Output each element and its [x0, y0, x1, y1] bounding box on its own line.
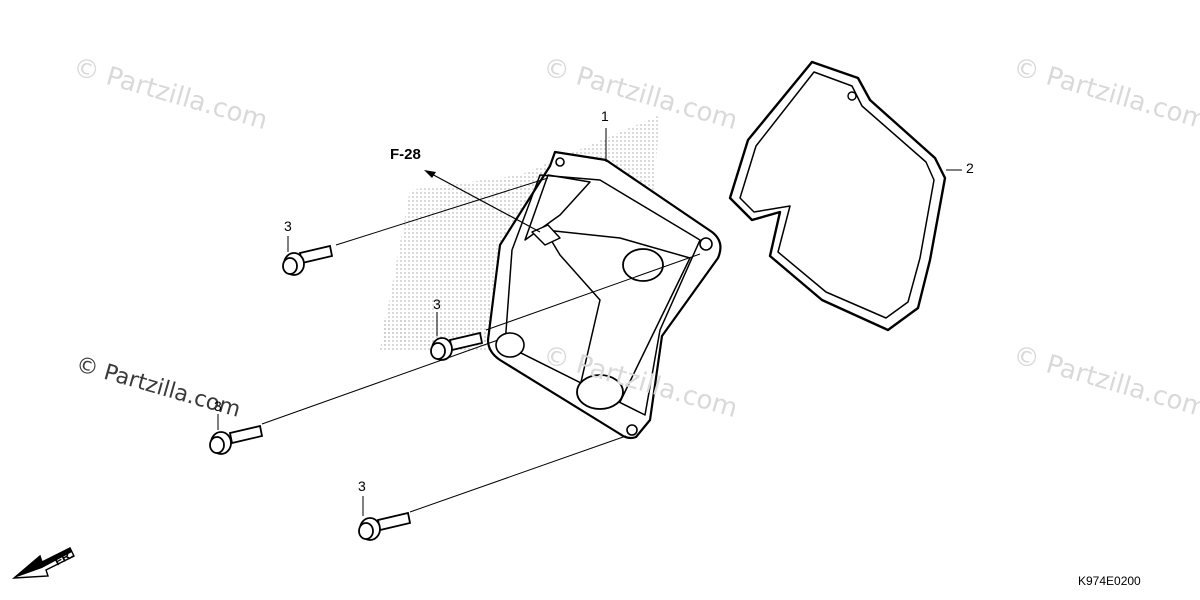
bolt-mid-left: [430, 331, 484, 361]
cylinder-head-cover: [486, 150, 722, 440]
callout-bolt: 3: [214, 398, 222, 414]
diagram-code: K974E0200: [1078, 574, 1141, 588]
callout-bolt: 3: [284, 218, 292, 234]
leader-lines: [217, 128, 962, 516]
callout-part-2: 2: [966, 160, 974, 176]
bolt-lower-left: [209, 424, 264, 455]
bolt-bottom: [358, 511, 412, 541]
reference-label: F-28: [390, 146, 421, 163]
reference-arrow: [424, 170, 541, 233]
bolt-upper-left: [282, 244, 334, 276]
front-arrow-icon: [11, 547, 75, 579]
callout-bolt: 3: [433, 296, 441, 312]
callout-part-1: 1: [601, 108, 609, 124]
head-cover-gasket: [728, 60, 947, 332]
callout-bolt: 3: [358, 478, 366, 494]
